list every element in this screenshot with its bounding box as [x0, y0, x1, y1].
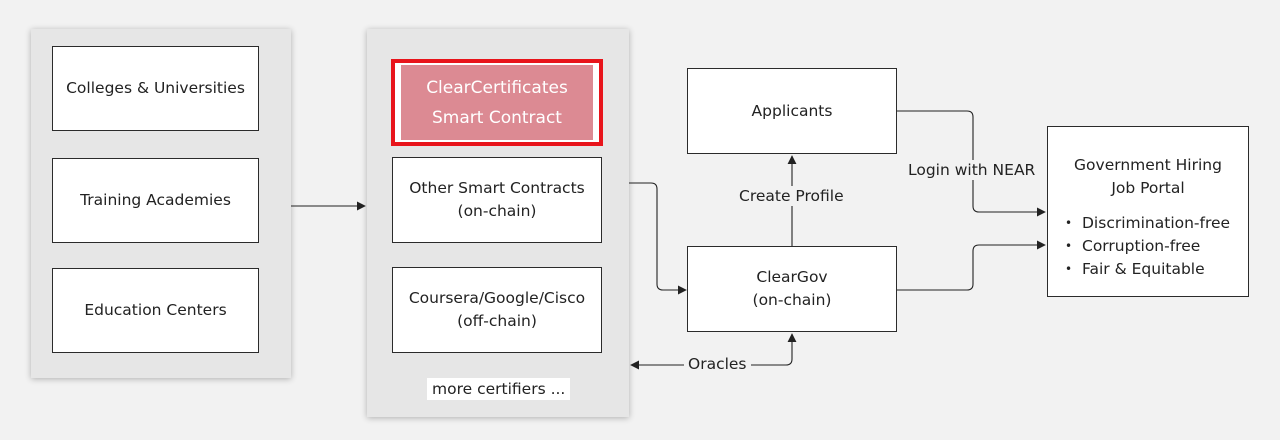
portal-benefits-list: Discrimination-free Corruption-free Fair…: [1048, 212, 1248, 281]
government-job-portal: Government Hiring Job Portal Discriminat…: [1047, 126, 1249, 297]
portal-benefit-item: Corruption-free: [1065, 235, 1248, 258]
source-education-centers: Education Centers: [52, 268, 259, 353]
applicants-node: Applicants: [687, 68, 897, 154]
source-colleges-universities: Colleges & Universities: [52, 46, 259, 131]
portal-benefit-item: Fair & Equitable: [1065, 258, 1248, 281]
portal-title: Government Hiring Job Portal: [1074, 156, 1222, 197]
clearcertificates-fill: ClearCertificates Smart Contract: [401, 65, 593, 140]
arrow-cleargov-to-portal: [897, 240, 1046, 291]
create-profile-label: Create Profile: [735, 186, 848, 206]
arrow-oracles-to-cleargov: [751, 333, 797, 366]
oracles-label: Oracles: [684, 354, 751, 374]
source-training-academies: Training Academies: [52, 158, 259, 243]
arrow-contracts-to-cleargov: [629, 182, 687, 295]
coursera-google-cisco: Coursera/Google/Cisco (off-chain): [392, 267, 602, 353]
login-with-near-label: Login with NEAR: [904, 160, 1040, 180]
clearcertificates-smart-contract: ClearCertificates Smart Contract: [391, 59, 603, 146]
more-certifiers-label: more certifiers ...: [427, 378, 571, 400]
other-smart-contracts: Other Smart Contracts (on-chain): [392, 157, 602, 243]
cleargov-node: ClearGov (on-chain): [687, 246, 897, 332]
portal-benefit-item: Discrimination-free: [1065, 212, 1248, 235]
